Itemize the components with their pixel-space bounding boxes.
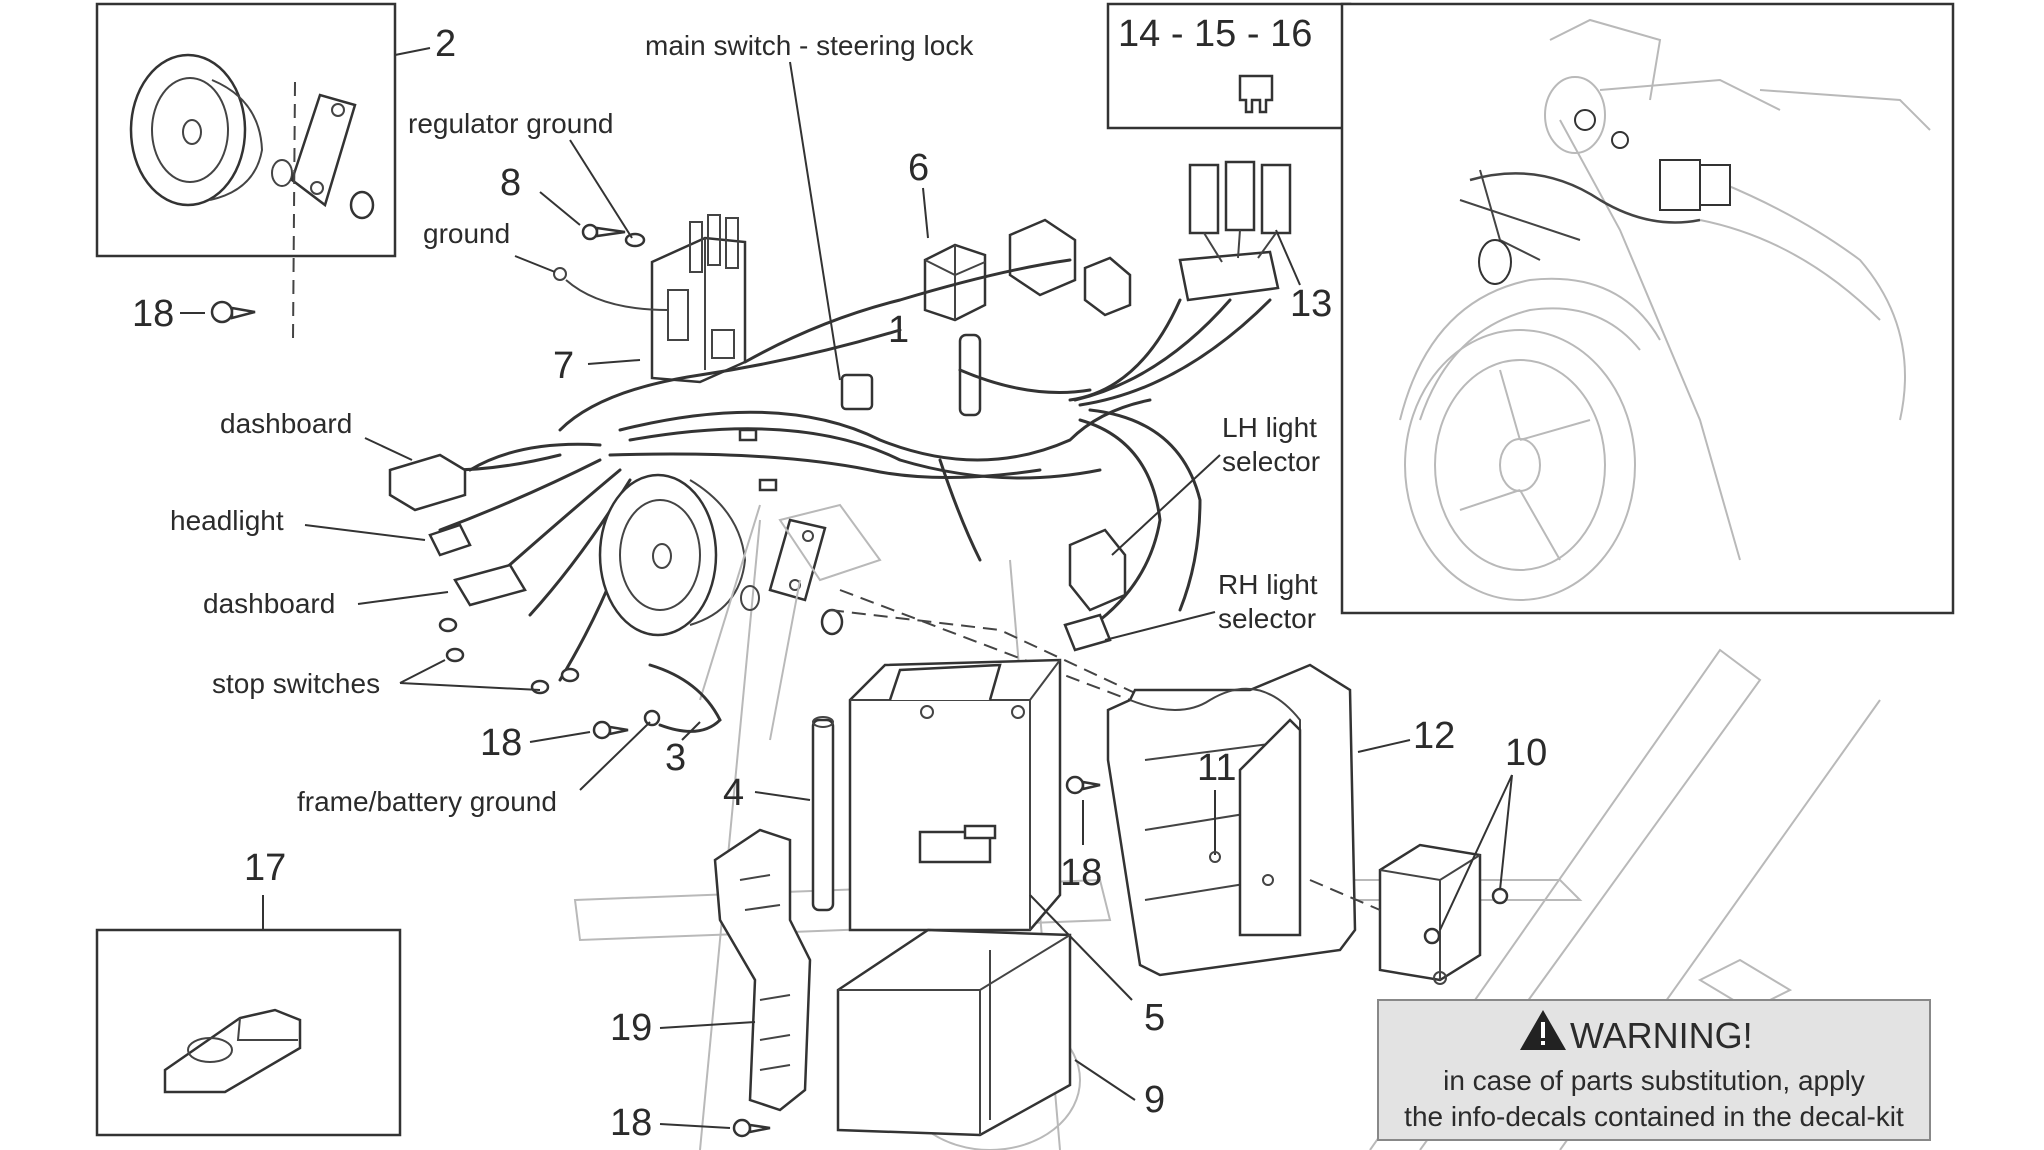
connector-block-13 — [1178, 160, 1292, 302]
callout-10: 10 — [1505, 732, 1547, 774]
electronic-module-10 — [1378, 843, 1482, 985]
battery-cover-12 — [1106, 663, 1357, 977]
callout-4: 4 — [723, 772, 744, 814]
callout-11: 11 — [1197, 747, 1236, 789]
callout-14-15-16: 14 - 15 - 16 — [1118, 13, 1312, 55]
callout-19: 19 — [610, 1007, 652, 1049]
callout-6: 6 — [908, 147, 929, 189]
bracket-plate — [699, 503, 882, 741]
screw-8 — [581, 223, 646, 248]
battery — [848, 658, 1062, 932]
horn-detail-box — [95, 2, 397, 341]
warning-line-2: the info-decals contained in the decal-k… — [1404, 1101, 1904, 1132]
clip-detail-box — [95, 928, 402, 1137]
callout-18-bottom: 18 — [610, 1102, 652, 1144]
label-dashboard-2: dashboard — [203, 588, 335, 619]
warning-box: WARNING! in case of parts substitution, … — [1377, 999, 1931, 1141]
label-lh-light-2: selector — [1222, 446, 1320, 477]
battery-bracket-19 — [713, 828, 812, 1112]
warning-title: WARNING! — [1570, 1015, 1753, 1056]
main-wiring-harness — [438, 258, 1272, 682]
scooter-overview-box — [1340, 2, 1955, 615]
connector-6-right — [1008, 218, 1132, 317]
screw-18-center — [1065, 775, 1101, 795]
starter-relay — [923, 243, 987, 322]
callout-13: 13 — [1290, 283, 1332, 325]
callout-2: 2 — [435, 23, 456, 65]
label-main-switch: main switch - steering lock — [645, 30, 974, 61]
label-stop-switches: stop switches — [212, 668, 380, 699]
rubber-strap-4 — [811, 716, 835, 912]
label-rh-light-2: selector — [1218, 603, 1316, 634]
screw-18-top — [210, 300, 256, 324]
screw-18-mid — [592, 720, 629, 740]
callout-17: 17 — [244, 847, 286, 889]
label-ground: ground — [423, 218, 510, 249]
callout-18-mid: 18 — [480, 722, 522, 764]
main-switch-connector — [840, 333, 982, 417]
voltage-regulator — [650, 214, 747, 384]
horn-installed — [598, 473, 844, 637]
harness-connectors — [388, 428, 1127, 695]
label-regulator-ground: regulator ground — [408, 108, 613, 139]
fuse-box-detail — [1106, 2, 1352, 130]
callout-3: 3 — [665, 737, 686, 779]
callout-7: 7 — [553, 345, 574, 387]
label-rh-light-1: RH light — [1218, 569, 1318, 600]
callout-5: 5 — [1144, 997, 1165, 1039]
label-frame-battery-ground: frame/battery ground — [297, 786, 557, 817]
warning-line-1: in case of parts substitution, apply — [1443, 1065, 1865, 1096]
callout-18-center: 18 — [1060, 852, 1102, 894]
label-headlight: headlight — [170, 505, 284, 536]
battery-tray — [836, 928, 1072, 1137]
callout-18-top: 18 — [132, 293, 174, 335]
callout-12: 12 — [1413, 715, 1455, 757]
screw-18-bottom — [732, 1118, 771, 1138]
callout-8: 8 — [500, 162, 521, 204]
callout-9: 9 — [1144, 1079, 1165, 1121]
label-dashboard-1: dashboard — [220, 408, 352, 439]
label-lh-light-1: LH light — [1222, 412, 1317, 443]
warning-triangle-icon — [1520, 1010, 1566, 1050]
